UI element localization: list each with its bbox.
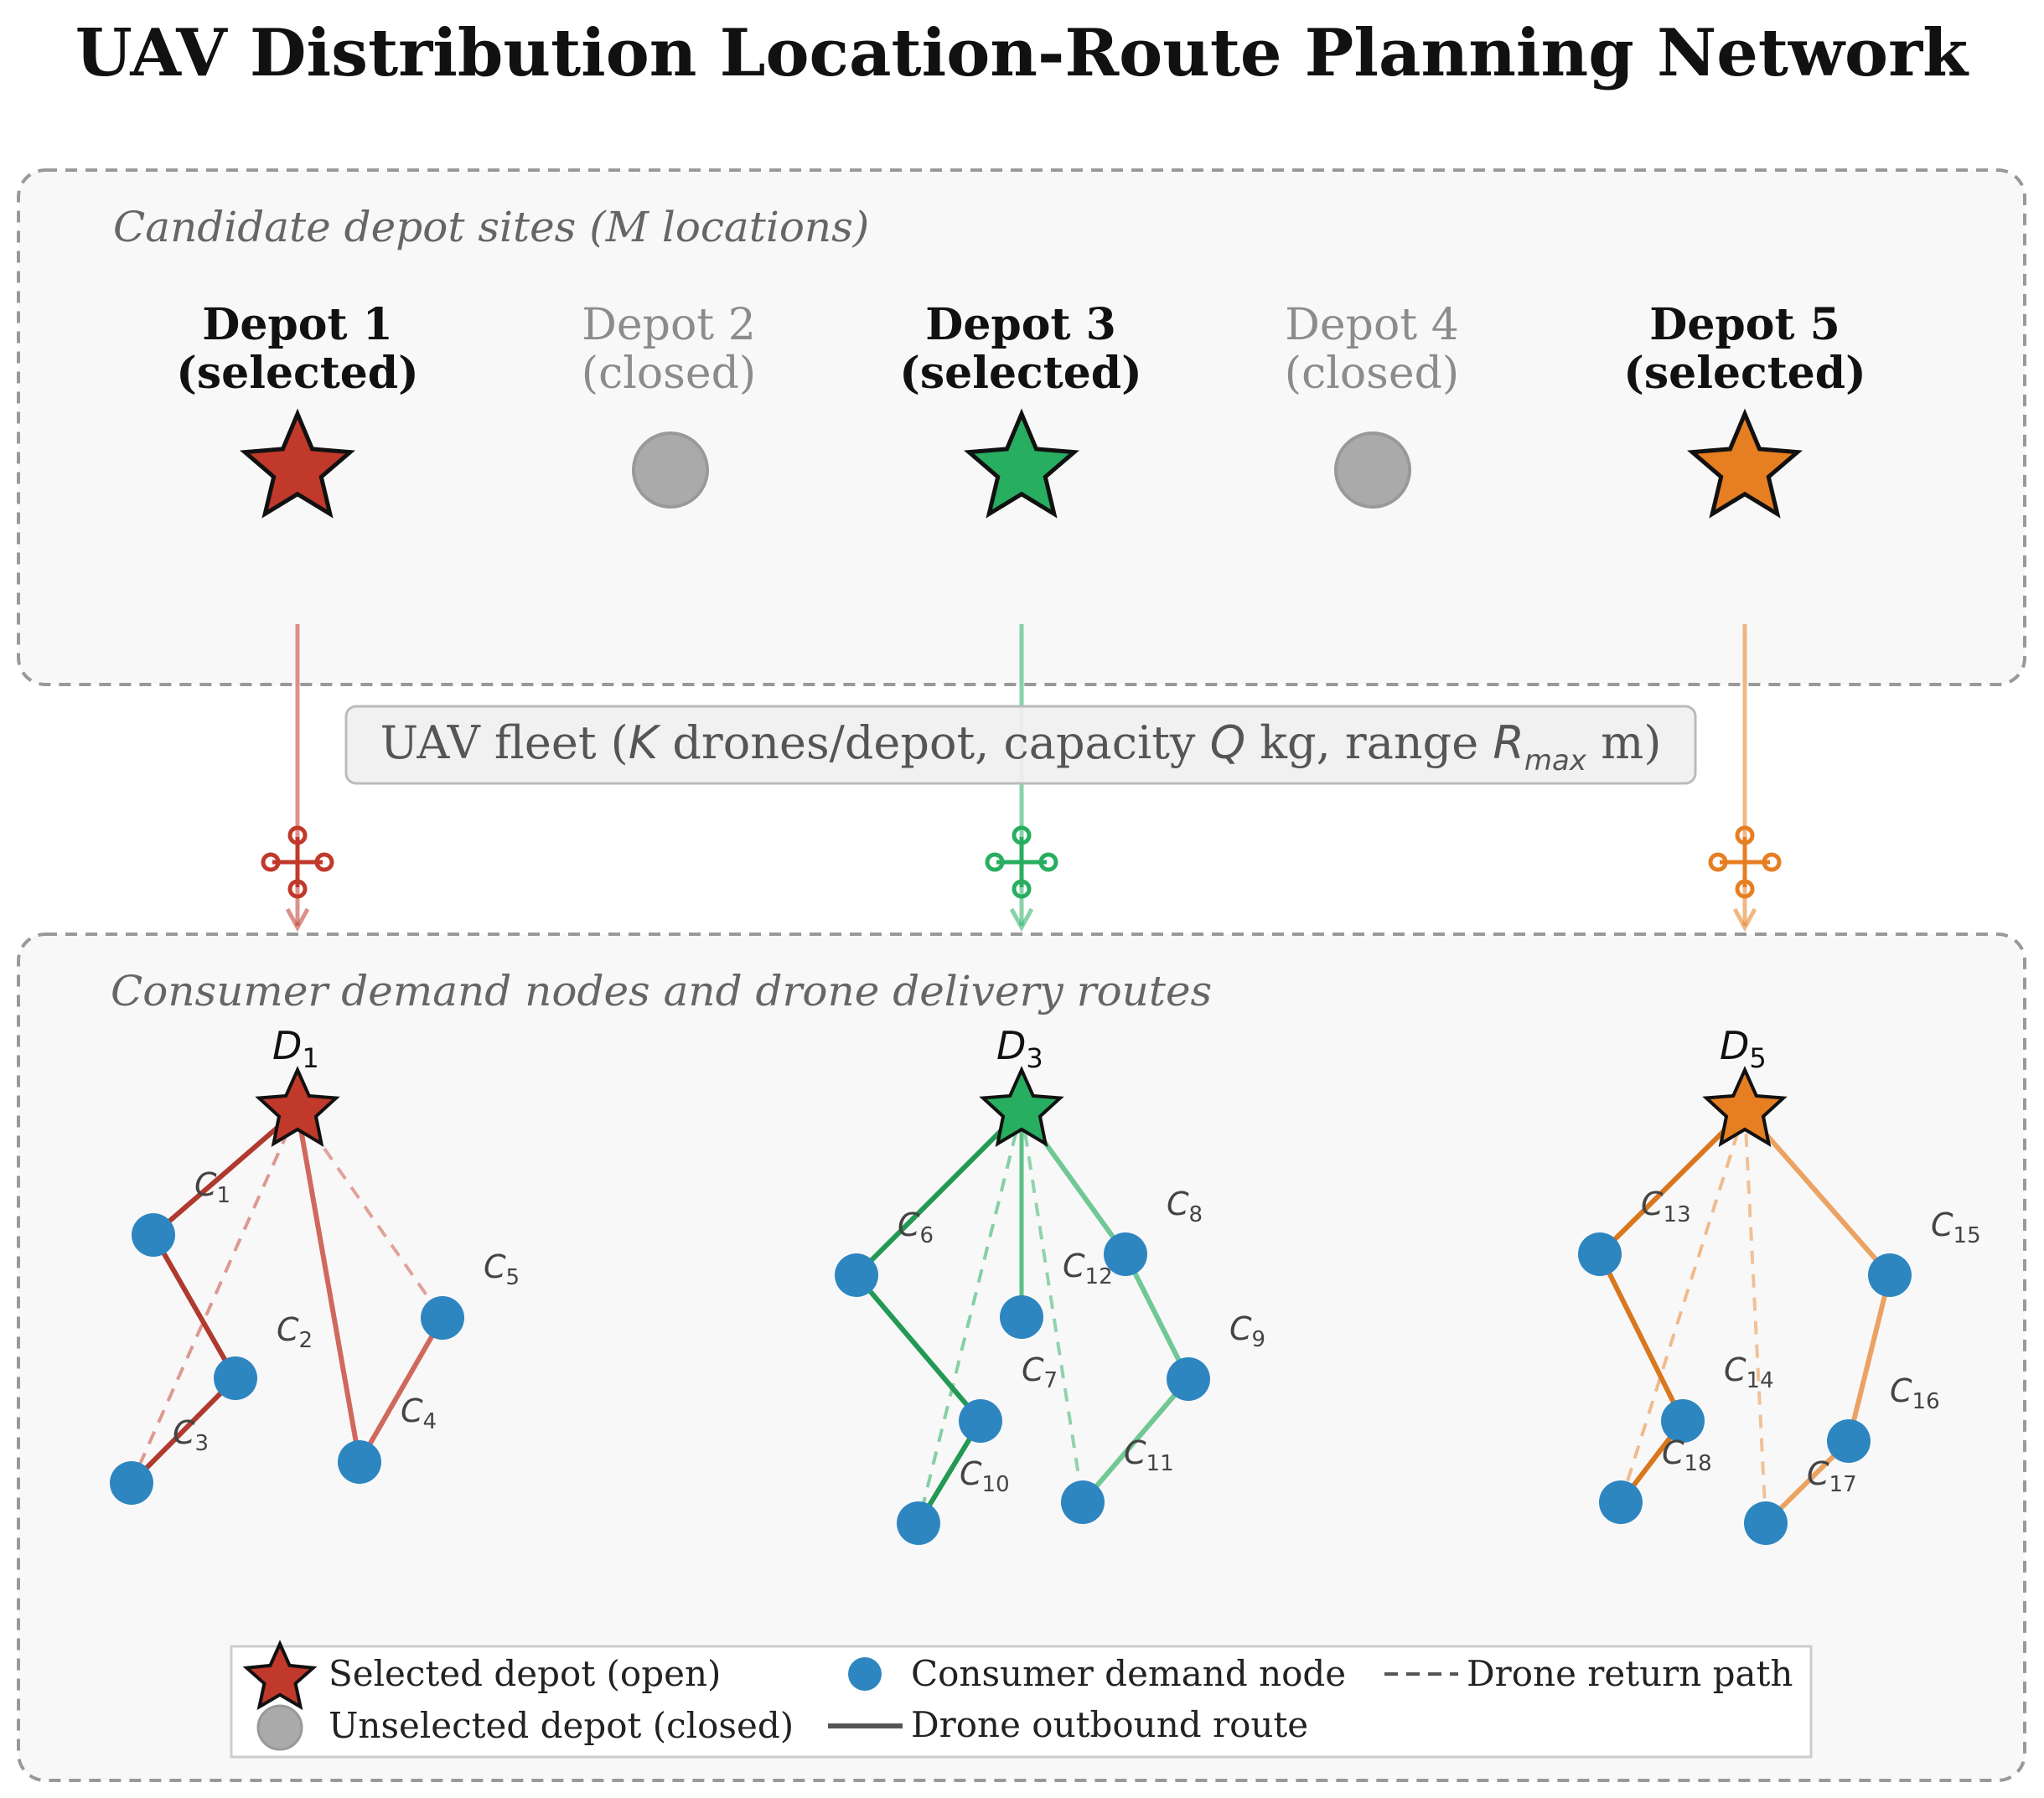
c10-label: C10 <box>960 1455 1010 1497</box>
diagram-title: UAV Distribution Location-Route Planning… <box>75 15 1969 91</box>
depot-2: Depot 2 (closed) <box>582 300 756 399</box>
return-path <box>296 1108 444 1320</box>
c9-label: C9 <box>1229 1310 1265 1352</box>
cluster-d3: D3 C6 C7 C8 C9 C10 C11 C12 <box>835 1023 1265 1545</box>
depot-1-quadcopter-icon <box>261 825 334 899</box>
customer-node <box>835 1253 878 1297</box>
cluster-d1: D1 C1 C2 C3 C4 C5 <box>110 1023 520 1505</box>
return-path <box>1020 1109 1084 1503</box>
d5-star-icon <box>1702 1066 1788 1148</box>
depot-1-star-icon <box>240 408 355 519</box>
depot-1: Depot 1 (selected) <box>176 299 419 399</box>
c15-label: C15 <box>1931 1206 1981 1248</box>
d5-label: D5 <box>1720 1023 1767 1074</box>
c7-label: C7 <box>1022 1351 1058 1393</box>
c13-label: C13 <box>1641 1186 1691 1227</box>
outbound-route <box>1596 1108 1747 1504</box>
legend-unselected-label: Unselected depot (closed) <box>329 1705 794 1746</box>
customer-node <box>1000 1295 1043 1339</box>
customer-node <box>1599 1480 1643 1524</box>
customer-node <box>1827 1419 1871 1463</box>
legend-node-label: Consumer demand node <box>911 1653 1346 1694</box>
depot-4-closed-circle-icon <box>1334 431 1411 509</box>
customer-node <box>897 1501 940 1545</box>
c1-label: C1 <box>194 1166 230 1208</box>
customer-node <box>1868 1253 1912 1297</box>
depot-3-status: (selected) <box>899 348 1142 399</box>
customer-node <box>1061 1480 1105 1524</box>
customer-node <box>1578 1232 1622 1276</box>
customer-node <box>959 1399 1002 1443</box>
depot-4: Depot 4 (closed) <box>1285 300 1459 399</box>
outbound-route <box>1019 1108 1192 1504</box>
depot-5-name: Depot 5 <box>1649 299 1840 350</box>
legend-return-label: Drone return path <box>1467 1653 1793 1694</box>
customer-node <box>1661 1399 1705 1443</box>
c3-label: C3 <box>173 1414 209 1456</box>
customer-node <box>1744 1501 1788 1545</box>
legend-outbound-label: Drone outbound route <box>911 1704 1308 1745</box>
c17-label: C17 <box>1807 1455 1857 1497</box>
depot-5-star-icon <box>1687 408 1803 519</box>
customer-node <box>421 1296 464 1340</box>
c2-label: C2 <box>277 1311 313 1353</box>
depot-2-status: (closed) <box>582 349 756 399</box>
return-path <box>917 1109 1023 1524</box>
legend-selected-label: Selected depot (open) <box>329 1653 721 1694</box>
c11-label: C11 <box>1124 1434 1174 1476</box>
c12-label: C12 <box>1063 1248 1113 1289</box>
customer-node <box>1104 1232 1147 1276</box>
depot-5: Depot 5 (selected) <box>1623 299 1866 399</box>
uav-fleet-box: UAV fleet (K drones/depot, capacity Q kg… <box>344 705 1697 785</box>
legend-star-icon <box>242 1640 318 1711</box>
legend: Selected depot (open) Unselected depot (… <box>230 1640 1813 1759</box>
c5-label: C5 <box>484 1248 520 1290</box>
legend-closed-circle-icon <box>256 1704 303 1751</box>
d1-star-icon <box>255 1066 340 1148</box>
routes-panel-box <box>17 933 2026 1782</box>
customer-node <box>338 1440 381 1484</box>
depot-3-name: Depot 3 <box>925 299 1116 350</box>
cluster-d5: D5 C13 C14 C15 C16 C17 C18 <box>1578 1023 1981 1545</box>
depot-3-quadcopter-icon <box>985 825 1058 899</box>
depot-5-status: (selected) <box>1623 348 1866 399</box>
c8-label: C8 <box>1167 1186 1203 1227</box>
outbound-route <box>129 1108 299 1485</box>
c4-label: C4 <box>401 1392 437 1434</box>
customer-node <box>110 1461 153 1505</box>
c6-label: C6 <box>898 1206 934 1248</box>
return-path <box>130 1109 299 1484</box>
customer-node <box>214 1356 257 1400</box>
outbound-route <box>852 1108 1024 1525</box>
d3-label: D3 <box>996 1023 1043 1074</box>
depot-3-star-icon <box>964 408 1079 519</box>
legend-box <box>230 1645 1813 1759</box>
legend-node-icon <box>848 1657 882 1691</box>
c18-label: C18 <box>1662 1434 1712 1476</box>
candidate-panel-caption: Candidate depot sites (M locations) <box>113 203 869 251</box>
depot-1-status: (selected) <box>176 348 419 399</box>
depot-1-name: Depot 1 <box>202 299 393 350</box>
depot-3: Depot 3 (selected) <box>899 299 1142 399</box>
customer-node <box>132 1213 175 1257</box>
routes-panel-caption: Consumer demand nodes and drone delivery… <box>111 967 1212 1015</box>
depot-2-closed-circle-icon <box>632 431 709 509</box>
depot-4-name: Depot 4 <box>1285 300 1459 350</box>
depot-2-name: Depot 2 <box>582 300 756 350</box>
d3-star-icon <box>979 1066 1064 1148</box>
c14-label: C14 <box>1724 1351 1774 1393</box>
d1-label: D1 <box>272 1023 319 1074</box>
depot-4-status: (closed) <box>1285 349 1459 399</box>
customer-node <box>1167 1357 1210 1401</box>
c16-label: C16 <box>1890 1372 1940 1414</box>
uav-fleet-label: UAV fleet (K drones/depot, capacity Q kg… <box>380 716 1662 778</box>
outbound-route <box>1742 1108 1893 1526</box>
depot-5-quadcopter-icon <box>1708 825 1782 899</box>
